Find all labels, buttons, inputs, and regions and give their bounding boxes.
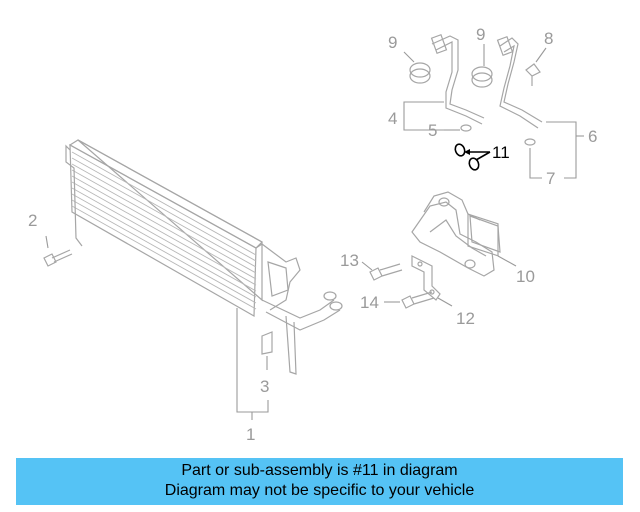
- bolt-2-drawing: [43, 249, 73, 267]
- callout-12: 12: [456, 309, 475, 328]
- callout-14: 14: [360, 293, 379, 312]
- caption-line-2: Diagram may not be specific to your vehi…: [164, 482, 475, 499]
- bolt-13-drawing: [369, 263, 403, 281]
- callout-10: 10: [516, 267, 535, 286]
- parts-diagram: 1 2 3 9 9 8 4 5 6 7: [28, 25, 597, 444]
- cooler-10-drawing: [411, 191, 501, 277]
- callout-1: 1: [246, 425, 255, 444]
- callout-8: 8: [544, 29, 553, 48]
- caption-banner: Part or sub-assembly is #11 in diagram D…: [16, 458, 623, 505]
- callout-3: 3: [260, 377, 269, 396]
- caption-line-1: Part or sub-assembly is #11 in diagram: [181, 462, 458, 479]
- callout-5: 5: [428, 121, 437, 140]
- callout-4: 4: [388, 109, 397, 128]
- bracket-12-drawing: [411, 255, 441, 301]
- callout-2: 2: [28, 211, 37, 230]
- clip-3-drawing: [261, 331, 273, 355]
- callout-7: 7: [546, 169, 555, 188]
- o-rings-11-drawing: [454, 143, 491, 171]
- callout-6: 6: [588, 127, 597, 146]
- hose-assembly-drawing: [409, 34, 543, 146]
- callout-9-right: 9: [476, 25, 485, 44]
- callout-9-left: 9: [388, 33, 397, 52]
- callout-13: 13: [340, 251, 359, 270]
- callout-11: 11: [492, 143, 510, 162]
- oil-cooler-drawing: [65, 139, 343, 375]
- bolt-14-drawing: [401, 291, 435, 309]
